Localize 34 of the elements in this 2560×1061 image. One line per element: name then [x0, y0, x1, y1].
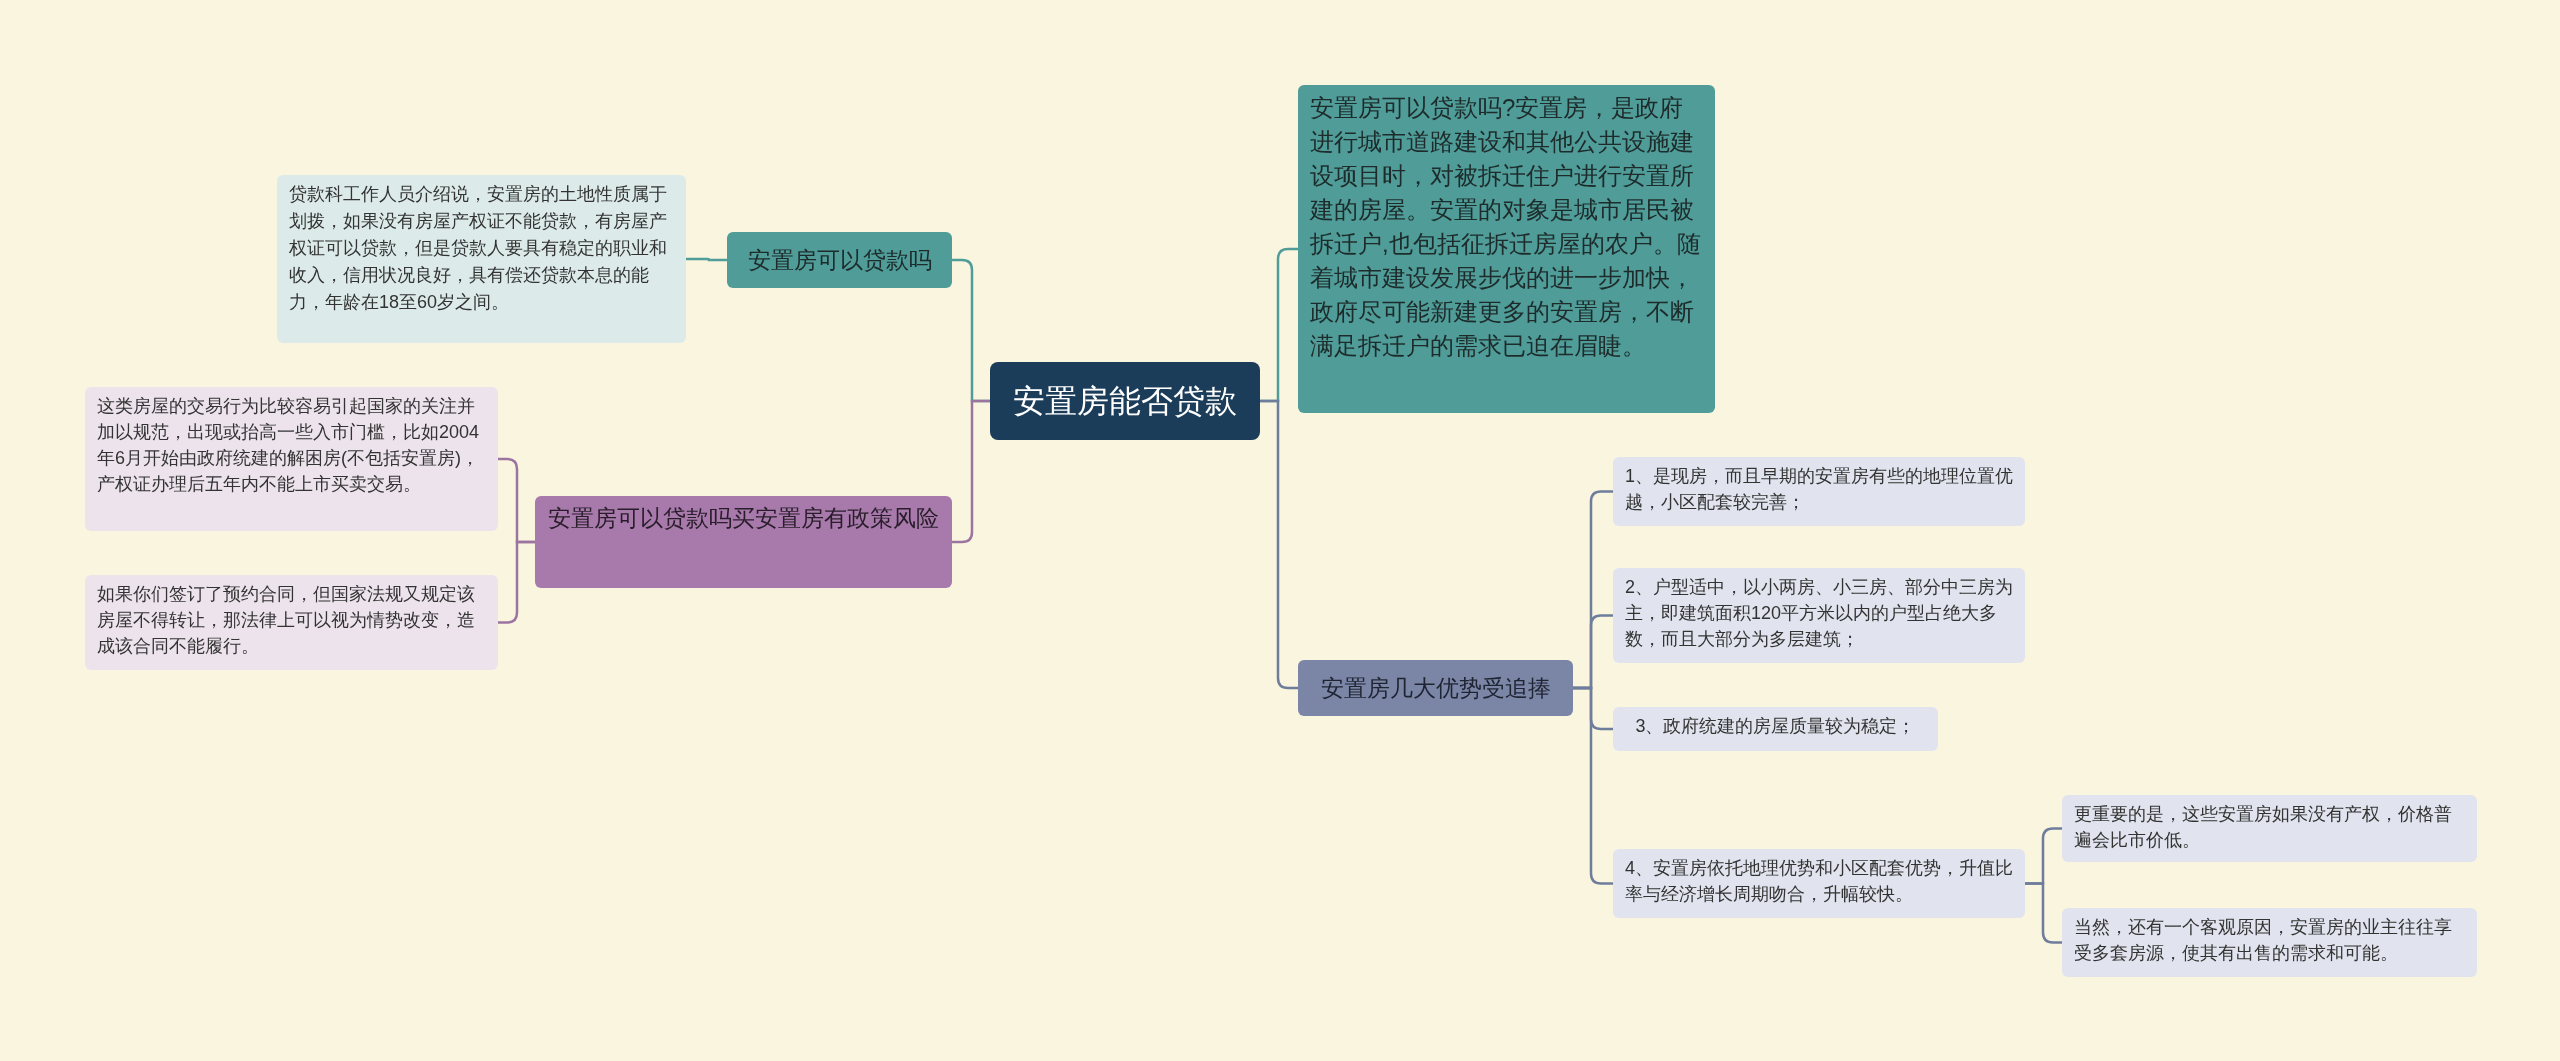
connector-line: [686, 257, 727, 262]
topic-box: [1298, 85, 1715, 413]
topic-text: 当然，还有一个客观原因，安置房的业主往往享受多套房源，使其有出售的需求和可能。: [2074, 916, 2453, 965]
topic-text: 贷款科工作人员介绍说，安置房的土地性质属于划拨，如果没有房屋产权证不能贷款，有房屋产权证可以贷款，但是贷款人要具有稳定的职业和收入，信用状况良好，具有偿还贷款本息的能力，年龄在18至60岁之间。: [289, 183, 668, 314]
topic-text: 安置房可以贷款吗买安置房有政策风险: [548, 504, 939, 533]
note-box: [85, 575, 498, 670]
topic-text: 如果你们签订了预约合同，但国家法规又规定该房屋不得转让，那法律上可以视为情势改变，造成该合同不能履行。: [97, 583, 476, 658]
topic-text: 安置房几大优势受追捧: [1320, 673, 1551, 703]
connector-line: [1573, 686, 1613, 885]
topic-text: 安置房能否贷款: [1013, 382, 1237, 421]
connector-line: [2025, 882, 2062, 944]
connector-line: [1260, 399, 1298, 690]
topic-text: 安置房可以贷款吗?安置房，是政府进行城市道路建设和其他公共设施建设项目时，对被拆迁住户进行安置所建的房屋。安置的对象是城市居民被拆迁户,也包括征拆迁房屋的农户。随着城市建设发展步伐的进一步加快，政府尽可能新建更多的安置房，不断满足拆迁户的需求已迫在眉睫。: [1310, 93, 1702, 361]
topic-text: 3、政府统建的房屋质量较为稳定；: [1635, 715, 1916, 738]
note-box: [2062, 908, 2477, 977]
topic-text: 安置房可以贷款吗: [747, 245, 932, 275]
topic-text: 这类房屋的交易行为比较容易引起国家的关注并加以规范，出现或抬高一些入市门槛，比如2004年6月开始由政府统建的解困房(不包括安置房)，产权证办理后五年内不能上市买卖交易。: [97, 395, 481, 496]
note-box: [1613, 457, 2025, 526]
topic-text: 4、安置房依托地理优势和小区配套优势，升值比率与经济增长周期吻合，升幅较快。: [1625, 857, 2013, 906]
topic-text: 2、户型适中，以小两房、小三房、部分中三房为主，即建筑面积120平方米以内的户型占绝大多数，而且大部分为多层建筑；: [1625, 576, 2013, 651]
note-box: [1613, 849, 2025, 918]
topic-text: 更重要的是，这些安置房如果没有产权，价格普遍会比市价低。: [2074, 803, 2453, 852]
topic-text: 1、是现房，而且早期的安置房有些的地理位置优越，小区配套较完善；: [1625, 465, 2013, 514]
note-box: [277, 175, 686, 343]
note-box: [1613, 568, 2025, 663]
topic-box: [535, 496, 952, 588]
root-topic: [990, 362, 1260, 440]
topic-box: [1298, 660, 1573, 716]
note-box: [2062, 795, 2477, 862]
topic-box: [727, 232, 952, 288]
note-box: [1613, 707, 1938, 751]
note-box: [85, 387, 498, 531]
connector-line: [498, 540, 535, 624]
connector-line: [952, 399, 990, 544]
